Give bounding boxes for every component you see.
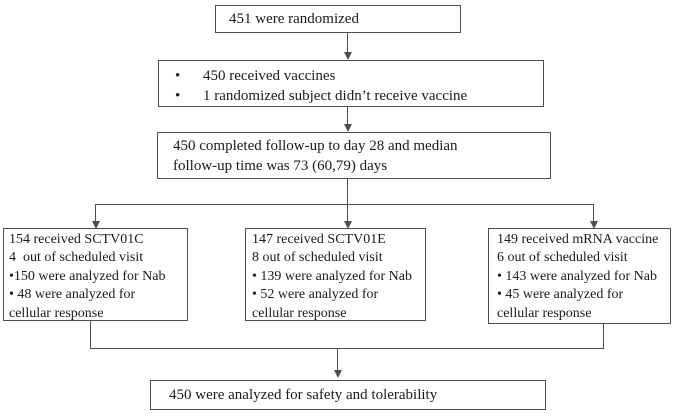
- connector-randomized-to-received: [347, 33, 348, 53]
- box-safety: 450 were analyzed for safety and tolerab…: [150, 380, 546, 410]
- connector-branch-left: [95, 204, 96, 221]
- arrow-down-icon: [334, 370, 342, 378]
- arrow-down-icon: [590, 221, 598, 229]
- arm-line: 154 received SCTV01C: [9, 232, 144, 247]
- connector-received-to-followup: [347, 107, 348, 124]
- arm-line: 4 out of scheduled visit: [9, 250, 144, 266]
- arrow-down-icon: [344, 124, 352, 132]
- box-randomized: 451 were randomized: [215, 5, 461, 33]
- followup-line: 450 completed follow-up to day 28 and me…: [173, 138, 458, 154]
- arm-line: • 139 were analyzed for Nab: [252, 268, 412, 284]
- bullet-icon: •: [175, 68, 181, 84]
- arm-line: 147 received SCTV01E: [252, 232, 386, 247]
- arrow-down-icon: [92, 221, 100, 229]
- branch-line-bottom: [90, 348, 604, 349]
- arm-line: • 45 were analyzed for: [497, 287, 624, 303]
- arm-line: •150 were analyzed for Nab: [9, 268, 166, 284]
- received-bullet-row: • 450 received vaccines: [175, 66, 543, 86]
- arm-line: • 52 were analyzed for: [252, 287, 379, 303]
- connector-to-safety: [337, 349, 338, 370]
- arm-line: 6 out of scheduled visit: [497, 250, 628, 266]
- received-bullet-row: • 1 randomized subject didn’t receive va…: [175, 86, 543, 106]
- arrow-down-icon: [344, 52, 352, 60]
- received-bullet-text: 450 received vaccines: [203, 68, 336, 84]
- box-arm-sctv01c: 154 received SCTV01C 4 out of scheduled …: [3, 228, 188, 321]
- arm-line: 8 out of scheduled visit: [252, 250, 383, 266]
- arm-line: • 48 were analyzed for: [9, 287, 136, 303]
- arm-line: • 143 were analyzed for Nab: [497, 268, 657, 284]
- connector-followup-to-arms: [347, 179, 348, 221]
- randomized-text: 451 were randomized: [229, 10, 359, 27]
- followup-line: follow-up time was 73 (60,79) days: [173, 158, 388, 174]
- branch-line-top: [95, 204, 594, 205]
- arrow-down-icon: [344, 221, 352, 229]
- bullet-icon: •: [175, 88, 181, 104]
- arm-line: cellular response: [497, 305, 592, 321]
- box-followup: 450 completed follow-up to day 28 and me…: [157, 132, 551, 179]
- arm-line: cellular response: [9, 305, 104, 321]
- connector-merge-right: [603, 324, 604, 349]
- safety-text: 450 were analyzed for safety and tolerab…: [169, 386, 438, 403]
- received-bullet-text: 1 randomized subject didn’t receive vacc…: [203, 88, 468, 104]
- connector-merge-left: [90, 321, 91, 349]
- connector-branch-right: [593, 204, 594, 221]
- box-arm-mrna: 149 received mRNA vaccine 6 out of sched…: [488, 228, 671, 324]
- box-arm-sctv01e: 147 received SCTV01E 8 out of scheduled …: [245, 228, 426, 321]
- box-received-vaccines: • 450 received vaccines • 1 randomized s…: [158, 60, 544, 107]
- arm-line: cellular response: [252, 305, 347, 321]
- arm-line: 149 received mRNA vaccine: [497, 232, 659, 247]
